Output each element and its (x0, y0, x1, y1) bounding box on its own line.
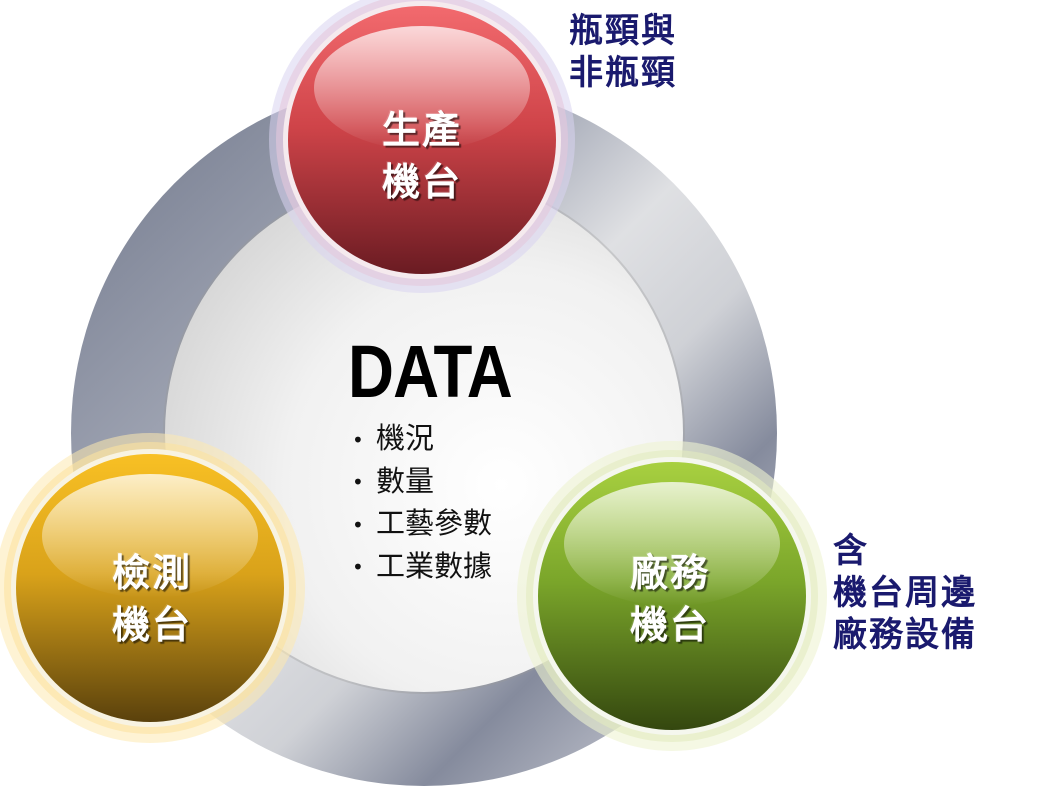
label-line: 廠務 (629, 551, 710, 595)
facility-node-circle (517, 441, 827, 751)
inspection-node-label: 檢測 機台 (52, 547, 252, 651)
label-line: 機台 (629, 603, 710, 647)
note-line: 廠務設備 (833, 615, 977, 655)
note-line: 含 (833, 531, 869, 571)
bullet-icon: • (352, 427, 364, 452)
center-title: DATA (348, 330, 513, 413)
label-line: 機台 (381, 160, 462, 204)
list-item: • 工藝參數 (352, 503, 492, 546)
facility-note: 含 機台周邊 廠務設備 (833, 530, 977, 656)
item-text: 工藝參數 (376, 506, 493, 540)
bullet-icon: • (352, 512, 364, 537)
facility-node-label: 廠務 機台 (570, 547, 770, 651)
list-item: • 工業數據 (352, 546, 492, 589)
list-item: • 數量 (352, 461, 492, 504)
production-node-label: 生產 機台 (322, 104, 522, 208)
note-line: 非瓶頸 (569, 53, 677, 93)
production-note: 瓶頸與 非瓶頸 (569, 10, 677, 94)
item-text: 機況 (376, 421, 435, 455)
inspection-node-circle (0, 433, 305, 743)
note-line: 機台周邊 (833, 573, 977, 613)
bullet-icon: • (352, 470, 364, 494)
item-text: 工業數據 (376, 548, 493, 583)
label-line: 生產 (381, 108, 462, 152)
note-line: 瓶頸與 (569, 11, 677, 51)
item-text: 數量 (376, 463, 435, 498)
bullet-icon: • (352, 555, 364, 579)
center-item-list: • 機況 • 數量 • 工藝參數 • 工業數據 (352, 418, 492, 588)
label-line: 檢測 (111, 551, 192, 595)
production-node-circle (269, 0, 575, 293)
list-item: • 機況 (352, 418, 492, 461)
label-line: 機台 (111, 603, 192, 647)
